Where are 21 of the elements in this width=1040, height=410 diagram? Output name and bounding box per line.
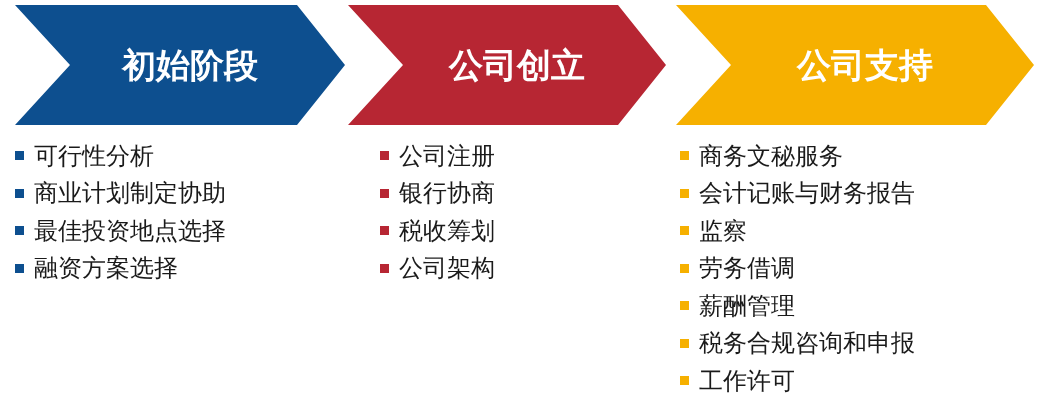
list-item-text: 融资方案选择 xyxy=(34,256,178,281)
list-item-text: 工作许可 xyxy=(699,368,795,393)
stage-title: 公司创立 xyxy=(447,43,585,87)
list-item-text: 税务合规咨询和申报 xyxy=(699,331,915,356)
list-item-text: 薪酬管理 xyxy=(699,293,795,318)
list-item-text: 可行性分析 xyxy=(34,143,154,168)
list-item-text: 商务文秘服务 xyxy=(699,143,843,168)
list-item-text: 监察 xyxy=(699,218,747,243)
list-item-text: 公司架构 xyxy=(399,256,495,281)
chevron-banner xyxy=(676,5,1034,125)
list-item-text: 商业计划制定协助 xyxy=(34,181,226,206)
chevron-banner xyxy=(15,5,345,125)
chevron-banner xyxy=(348,5,666,125)
list-item-text: 银行协商 xyxy=(399,181,495,206)
list-item-text: 税收筹划 xyxy=(399,218,495,243)
list-item-text: 会计记账与财务报告 xyxy=(699,181,915,206)
list-item-text: 劳务借调 xyxy=(699,256,795,281)
list-item-text: 最佳投资地点选择 xyxy=(34,218,226,243)
stage-title: 公司支持 xyxy=(795,43,933,87)
list-item-text: 公司注册 xyxy=(399,143,495,168)
stage-title: 初始阶段 xyxy=(120,43,258,87)
